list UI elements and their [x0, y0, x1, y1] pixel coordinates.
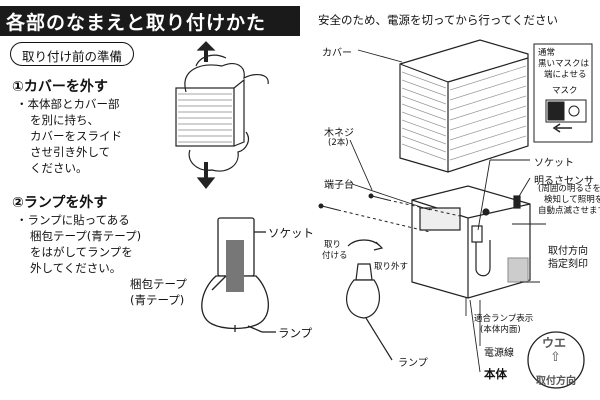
step1-line: ・本体部とカバー部: [16, 97, 120, 111]
arrow-up-icon: [196, 41, 216, 51]
step1-line: させ引き外して: [30, 145, 111, 159]
lamp-socket-label: ソケット: [268, 226, 314, 240]
mask-note: 黒いマスクは: [538, 59, 590, 69]
up-direction-badge: [527, 331, 585, 389]
mask-inset: [533, 43, 593, 143]
mask-label: マスク: [552, 86, 578, 96]
power-line-label: 電源線: [484, 348, 514, 359]
step1-line: カバーをスライド: [30, 129, 122, 143]
step2-line: ・ランプに貼ってある: [16, 213, 130, 227]
title-bar: [0, 6, 300, 36]
sensor-note: 自動点滅させます。): [538, 206, 600, 216]
lamp-label-right: ランプ: [398, 358, 428, 369]
compatible-lamp-label: 適合ランプ表示: [474, 314, 534, 324]
step2-line: をはがしてランプを: [30, 245, 133, 259]
step2-line: 外してください。: [30, 261, 122, 275]
tape-sub-label: (青テープ): [130, 293, 185, 307]
page-title: 各部のなまえと取り付けかた: [6, 12, 267, 34]
sensor-note: (周囲の明るさを: [538, 184, 600, 194]
screw-label: 木ネジ: [324, 128, 354, 139]
step1-line: ください。: [30, 161, 88, 175]
mask-note: 通常: [538, 48, 556, 58]
cover-label: カバー: [322, 48, 352, 59]
lamp-label-left: ランプ: [278, 326, 313, 340]
arrow-left-icon: [552, 123, 572, 133]
arrow-down-icon: [196, 177, 216, 189]
direction-mark-label: 指定刻印: [548, 259, 588, 270]
attach-label: 取り: [324, 240, 342, 250]
prep-section-badge: [10, 42, 134, 66]
compatible-lamp-label: (本体内面): [480, 325, 521, 335]
prep-section-label: 取り付け前の準備: [22, 49, 123, 64]
attach-label: 付ける: [322, 251, 348, 261]
tape-label: 梱包テープ: [130, 277, 187, 291]
body-illustration: [411, 185, 531, 299]
terminal-label: 端子台: [324, 180, 354, 191]
up-arrow-icon: ⇧: [550, 350, 561, 365]
remove-label: 取り外す: [374, 262, 409, 272]
socket-label: ソケット: [534, 158, 574, 169]
sensor-label: 明るさセンサ: [534, 176, 594, 187]
page-subtitle: 安全のため、電源を切ってから行ってください: [318, 13, 559, 27]
lamp-illustration: [346, 239, 393, 361]
cover-illustration: [399, 39, 529, 173]
step2-line: 梱包テープ(青テープ): [30, 229, 142, 243]
leader-lines: [349, 49, 546, 373]
cover-removal-illustration: [175, 41, 269, 189]
body-label: 本体: [484, 367, 507, 381]
step1-line: を別に持ち、: [30, 113, 99, 127]
step1-title: ①カバーを外す: [12, 79, 108, 95]
up-label: ウエ: [542, 336, 567, 350]
direction-mark-label: 取付方向: [548, 246, 588, 257]
lamp-tape-illustration: [201, 217, 276, 333]
sensor-note: 検知して照明を: [544, 195, 600, 205]
screw-count-label: (2本): [328, 138, 349, 148]
install-direction-label: 取付方向: [536, 376, 576, 387]
step2-title: ②ランプを外す: [12, 195, 108, 211]
mask-note: 端によせる: [544, 70, 587, 80]
